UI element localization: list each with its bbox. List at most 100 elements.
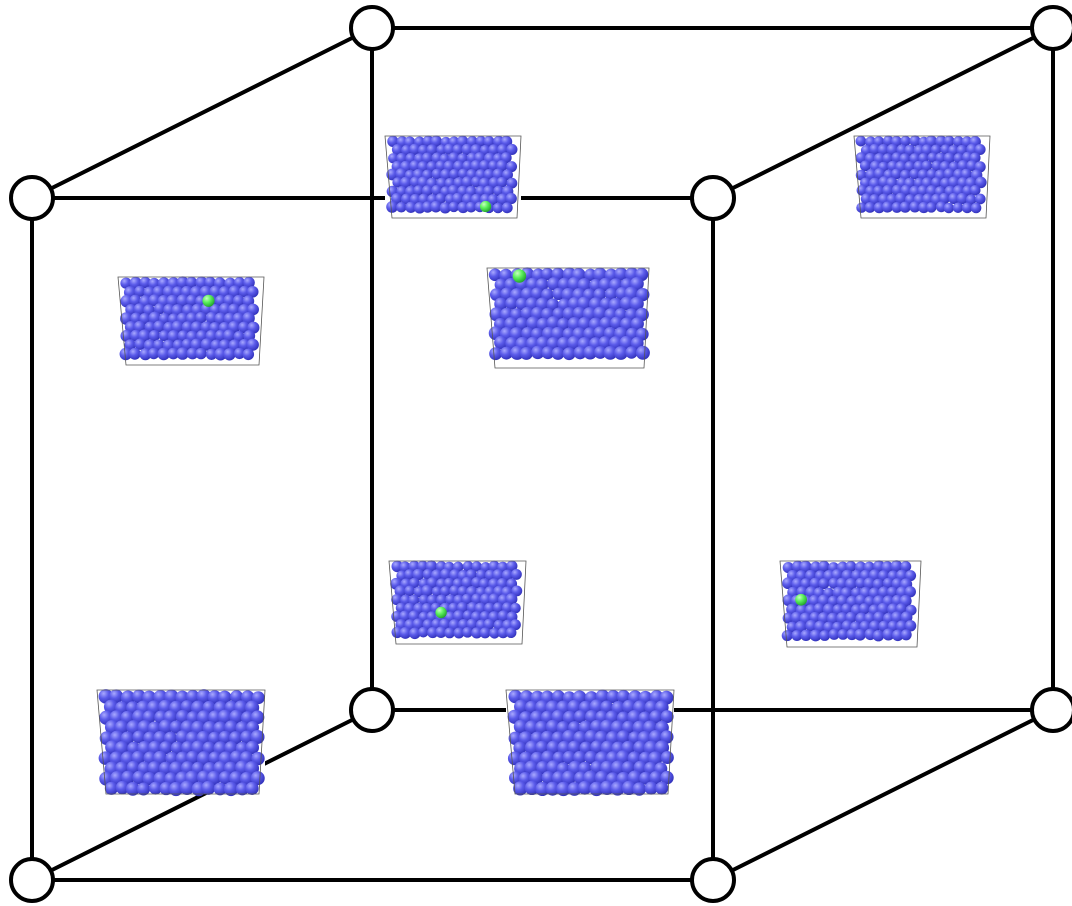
blue-particle: [546, 316, 561, 330]
blue-particle: [479, 627, 491, 639]
blue-particle: [948, 176, 960, 189]
blue-particle: [201, 780, 216, 795]
blue-particle: [435, 160, 447, 172]
blue-particle: [387, 135, 399, 148]
blue-particle: [648, 730, 663, 745]
blue-particle: [176, 347, 189, 360]
blue-particle: [599, 780, 615, 795]
blue-particle: [508, 731, 522, 745]
blue-particle: [114, 741, 129, 756]
blue-particle: [103, 699, 119, 714]
blue-particle: [422, 135, 434, 147]
blue-particle: [126, 760, 140, 774]
blue-particle: [224, 720, 239, 735]
blue-particle: [603, 345, 618, 360]
vertex-back-bottom-left: [349, 687, 395, 733]
vertex-back-top-right: [1030, 5, 1072, 51]
blue-particle: [890, 560, 903, 573]
blue-particle: [895, 603, 907, 615]
blue-particle: [573, 346, 587, 360]
blue-particle: [148, 294, 161, 307]
blue-particle: [510, 345, 525, 360]
box-outline: [486, 267, 650, 369]
blue-particle: [418, 626, 429, 638]
particle-box-box-3: [117, 276, 265, 366]
blue-particle: [168, 781, 184, 797]
blue-particle: [218, 770, 233, 785]
blue-particle: [246, 285, 259, 298]
blue-particle: [386, 168, 399, 181]
blue-particle: [471, 593, 483, 605]
blue-particle: [492, 202, 504, 214]
blue-particle: [799, 560, 812, 573]
blue-particle: [452, 610, 465, 622]
blue-particle: [453, 627, 465, 639]
blue-particle: [869, 194, 880, 205]
blue-particle: [782, 577, 794, 590]
blue-particle: [496, 176, 508, 188]
blue-particle: [501, 202, 513, 214]
blue-particle: [408, 627, 421, 640]
blue-particle: [899, 201, 911, 213]
blue-particle: [233, 330, 245, 343]
blue-particle: [882, 153, 893, 164]
blue-particle: [841, 620, 854, 632]
blue-particle: [505, 297, 518, 310]
blue-particle: [831, 569, 843, 581]
blue-particle: [204, 276, 216, 289]
blue-particle: [208, 751, 222, 765]
blue-particle: [535, 700, 550, 715]
blue-particle: [505, 192, 517, 205]
blue-particle: [900, 629, 912, 641]
blue-particle: [561, 729, 577, 745]
blue-particle: [905, 570, 917, 582]
green-particle: [202, 294, 215, 307]
blue-particle: [176, 276, 189, 289]
blue-particle: [431, 168, 443, 180]
blue-particle: [886, 586, 898, 598]
blue-particle: [233, 347, 246, 360]
blue-particle: [513, 741, 527, 755]
blue-particle: [508, 689, 523, 704]
blue-particle: [524, 780, 540, 796]
blue-particle: [457, 201, 469, 214]
blue-particle: [132, 730, 146, 744]
blue-particle: [649, 690, 664, 705]
blue-particle: [562, 307, 576, 321]
blue-particle: [479, 578, 490, 590]
blue-particle: [635, 345, 650, 360]
blue-particle: [506, 161, 518, 173]
blue-particle: [159, 741, 173, 755]
blue-particle: [584, 750, 598, 765]
blue-particle: [250, 710, 265, 725]
blue-particle: [628, 731, 642, 745]
blue-particle: [462, 626, 473, 638]
blue-particle: [891, 201, 903, 213]
blue-particle: [909, 135, 921, 147]
blue-particle: [180, 700, 194, 714]
blue-particle: [599, 316, 613, 331]
blue-particle: [900, 135, 911, 147]
blue-particle: [121, 770, 135, 785]
blue-particle: [496, 193, 509, 206]
blue-particle: [218, 730, 232, 744]
blue-particle: [465, 201, 477, 213]
blue-particle: [222, 329, 236, 342]
blue-particle: [599, 719, 615, 735]
blue-particle: [836, 577, 848, 590]
blue-particle: [487, 194, 499, 206]
blue-particle: [630, 317, 644, 331]
blue-particle: [217, 690, 232, 705]
blue-particle: [452, 144, 464, 156]
blue-particle: [625, 346, 638, 359]
blue-particle: [577, 278, 592, 292]
blue-particle: [890, 168, 902, 180]
blue-particle: [148, 330, 160, 342]
blue-particle: [974, 193, 986, 205]
blue-particle: [562, 347, 576, 361]
blue-particle: [547, 277, 561, 291]
blue-particle: [461, 576, 473, 589]
blue-particle: [895, 620, 908, 632]
blue-particle: [590, 719, 604, 734]
